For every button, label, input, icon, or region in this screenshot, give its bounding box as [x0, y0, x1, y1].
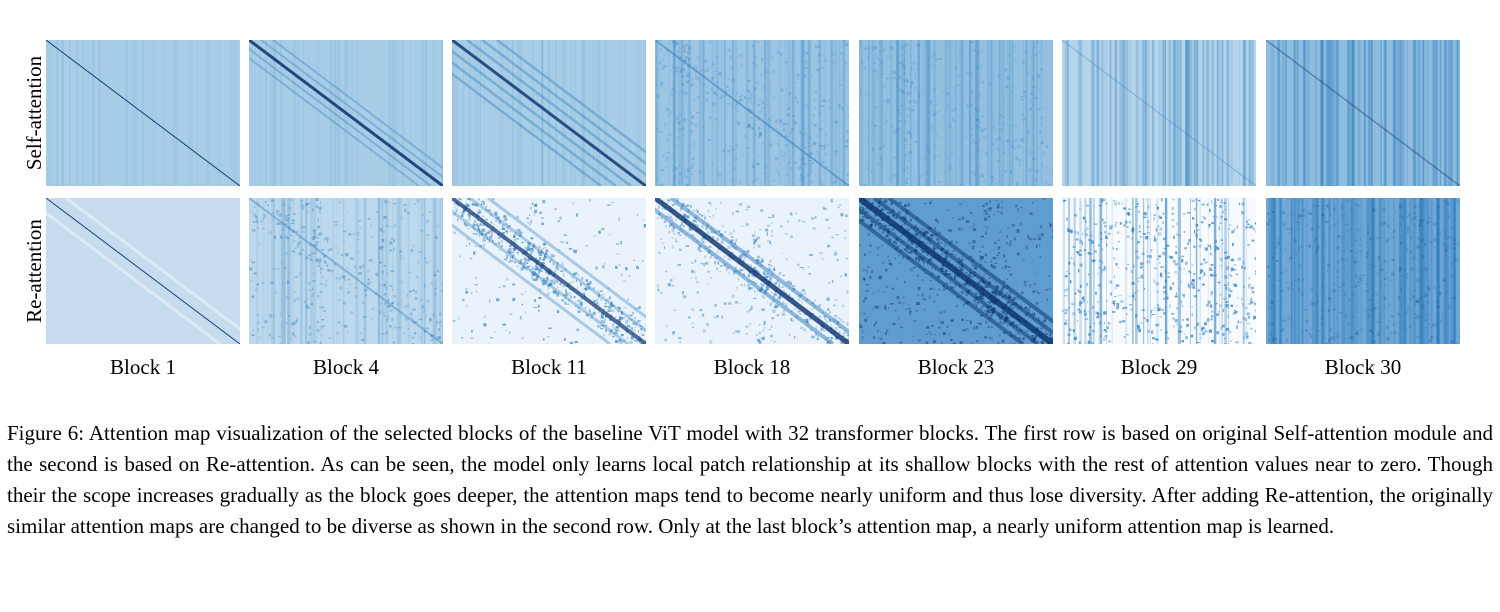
row-label-self-attention: Self-attention: [22, 55, 46, 171]
re-attention-map-block-11: [452, 198, 646, 344]
re-attention-map-block-29: [1062, 198, 1256, 344]
self-attention-map-block-11: [452, 40, 646, 186]
re-attention-map-block-1: [46, 198, 240, 344]
re-attention-map-block-4: [249, 198, 443, 344]
caption-line: Figure 6: Attention map visualization of…: [7, 421, 1170, 445]
re-attention-map-block-23: [859, 198, 1053, 344]
caption-line: on original Self-attention module and th…: [7, 421, 1493, 476]
self-attention-map-block-18: [655, 40, 849, 186]
caption-line: at its shallow blocks with the rest of a…: [7, 452, 1494, 507]
block-label-11: Block 11: [511, 355, 587, 379]
self-attention-map-block-4: [249, 40, 443, 186]
re-attention-map-block-18: [655, 198, 849, 344]
row-label-re-attention: Re-attention: [22, 219, 46, 323]
block-label-18: Block 18: [713, 355, 791, 379]
block-label-23: Block 23: [917, 355, 995, 379]
self-attention-map-block-29: [1062, 40, 1256, 186]
figure-caption: Figure 6: Attention map visualization of…: [7, 418, 1493, 542]
block-label-30: Block 30: [1324, 355, 1402, 379]
self-attention-map-block-1: [46, 40, 240, 186]
block-label-4: Block 4: [313, 355, 379, 379]
self-attention-map-block-23: [859, 40, 1053, 186]
caption-line: changed to be diverse as shown in the se…: [229, 514, 1335, 538]
block-label-29: Block 29: [1120, 355, 1198, 379]
caption-line: attention maps tend to become nearly uni…: [7, 483, 1494, 538]
re-attention-map-block-30: [1266, 198, 1460, 344]
block-label-1: Block 1: [110, 355, 176, 379]
self-attention-map-block-30: [1266, 40, 1460, 186]
